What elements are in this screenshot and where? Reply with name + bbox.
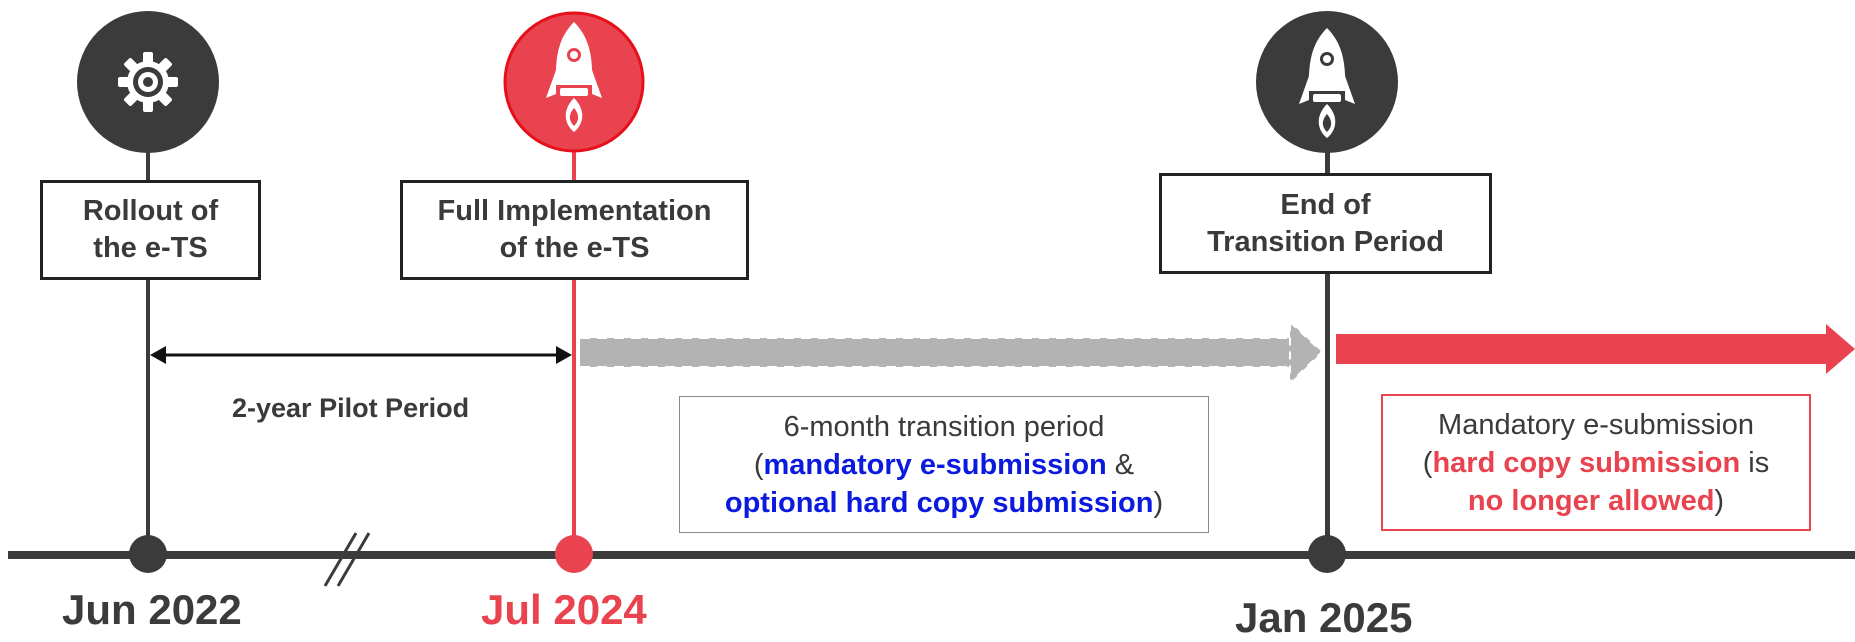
- milestone-3-icon-circle: [1256, 11, 1398, 153]
- mandatory-note-line1: Mandatory e-submission: [1438, 408, 1754, 441]
- mandatory-note-line2: (hard copy submission is: [1423, 444, 1769, 482]
- milestone-2-title: Full Implementation of the e-TS: [400, 180, 749, 280]
- pilot-period-label: 2-year Pilot Period: [232, 393, 470, 423]
- open-paren: (: [753, 448, 764, 481]
- mandatory-note-red2: no longer allowed: [1467, 484, 1715, 517]
- milestone-1-title: Rollout of the e-TS: [40, 180, 261, 280]
- milestone-3-title-line2: Transition Period: [1207, 225, 1444, 258]
- timeline-axis: [8, 551, 1855, 559]
- milestone-2-title-line2: of the e-TS: [499, 232, 650, 264]
- transition-note-bold2: optional hard copy submission: [724, 486, 1154, 519]
- milestone-dot-3: [1308, 535, 1346, 573]
- rocket-icon: [1299, 28, 1355, 138]
- transition-note-line3: optional hard copy submission): [725, 484, 1163, 522]
- milestone-dot-2: [555, 535, 593, 573]
- gear-icon: [118, 52, 178, 112]
- milestone-1-title-line1: Rollout of: [82, 195, 219, 227]
- milestone-3-title: End of Transition Period: [1159, 173, 1492, 274]
- transition-note-line1: 6-month transition period: [783, 410, 1105, 443]
- mandatory-note: Mandatory e-submission (hard copy submis…: [1381, 394, 1811, 531]
- close-paren: ): [1153, 486, 1164, 519]
- mandatory-arrow: [1336, 324, 1855, 374]
- rocket-icon: [546, 22, 602, 132]
- milestone-3-title-line1: End of: [1280, 188, 1371, 221]
- transition-arrow: [580, 319, 1324, 386]
- transition-note-bold1: mandatory e-submission: [763, 448, 1107, 481]
- open-paren: (: [1422, 446, 1433, 479]
- milestone-2-icon-circle: [503, 11, 645, 153]
- milestone-dot-1: [129, 535, 167, 573]
- milestone-1-date: Jun 2022: [62, 586, 242, 633]
- transition-note-amp: &: [1106, 448, 1135, 481]
- transition-note-line2: (mandatory e-submission &: [725, 446, 1163, 484]
- mandatory-note-line3: no longer allowed): [1423, 482, 1769, 520]
- axis-break-mark: [323, 532, 371, 587]
- milestone-3-date: Jan 2025: [1235, 594, 1413, 641]
- milestone-2-title-line1: Full Implementation: [437, 195, 712, 227]
- mandatory-note-is: is: [1740, 446, 1770, 479]
- milestone-1-title-line2: the e-TS: [93, 232, 208, 264]
- pilot-period-arrow: [150, 346, 572, 364]
- milestone-stem-2: [572, 140, 576, 555]
- transition-note: 6-month transition period (mandatory e-s…: [679, 396, 1209, 533]
- milestone-1-icon-circle: [77, 11, 219, 153]
- milestone-stem-1: [146, 140, 150, 555]
- mandatory-note-red1: hard copy submission: [1432, 446, 1741, 479]
- close-paren: ): [1714, 484, 1725, 517]
- milestone-stem-3: [1325, 140, 1330, 555]
- milestone-2-date: Jul 2024: [481, 586, 647, 633]
